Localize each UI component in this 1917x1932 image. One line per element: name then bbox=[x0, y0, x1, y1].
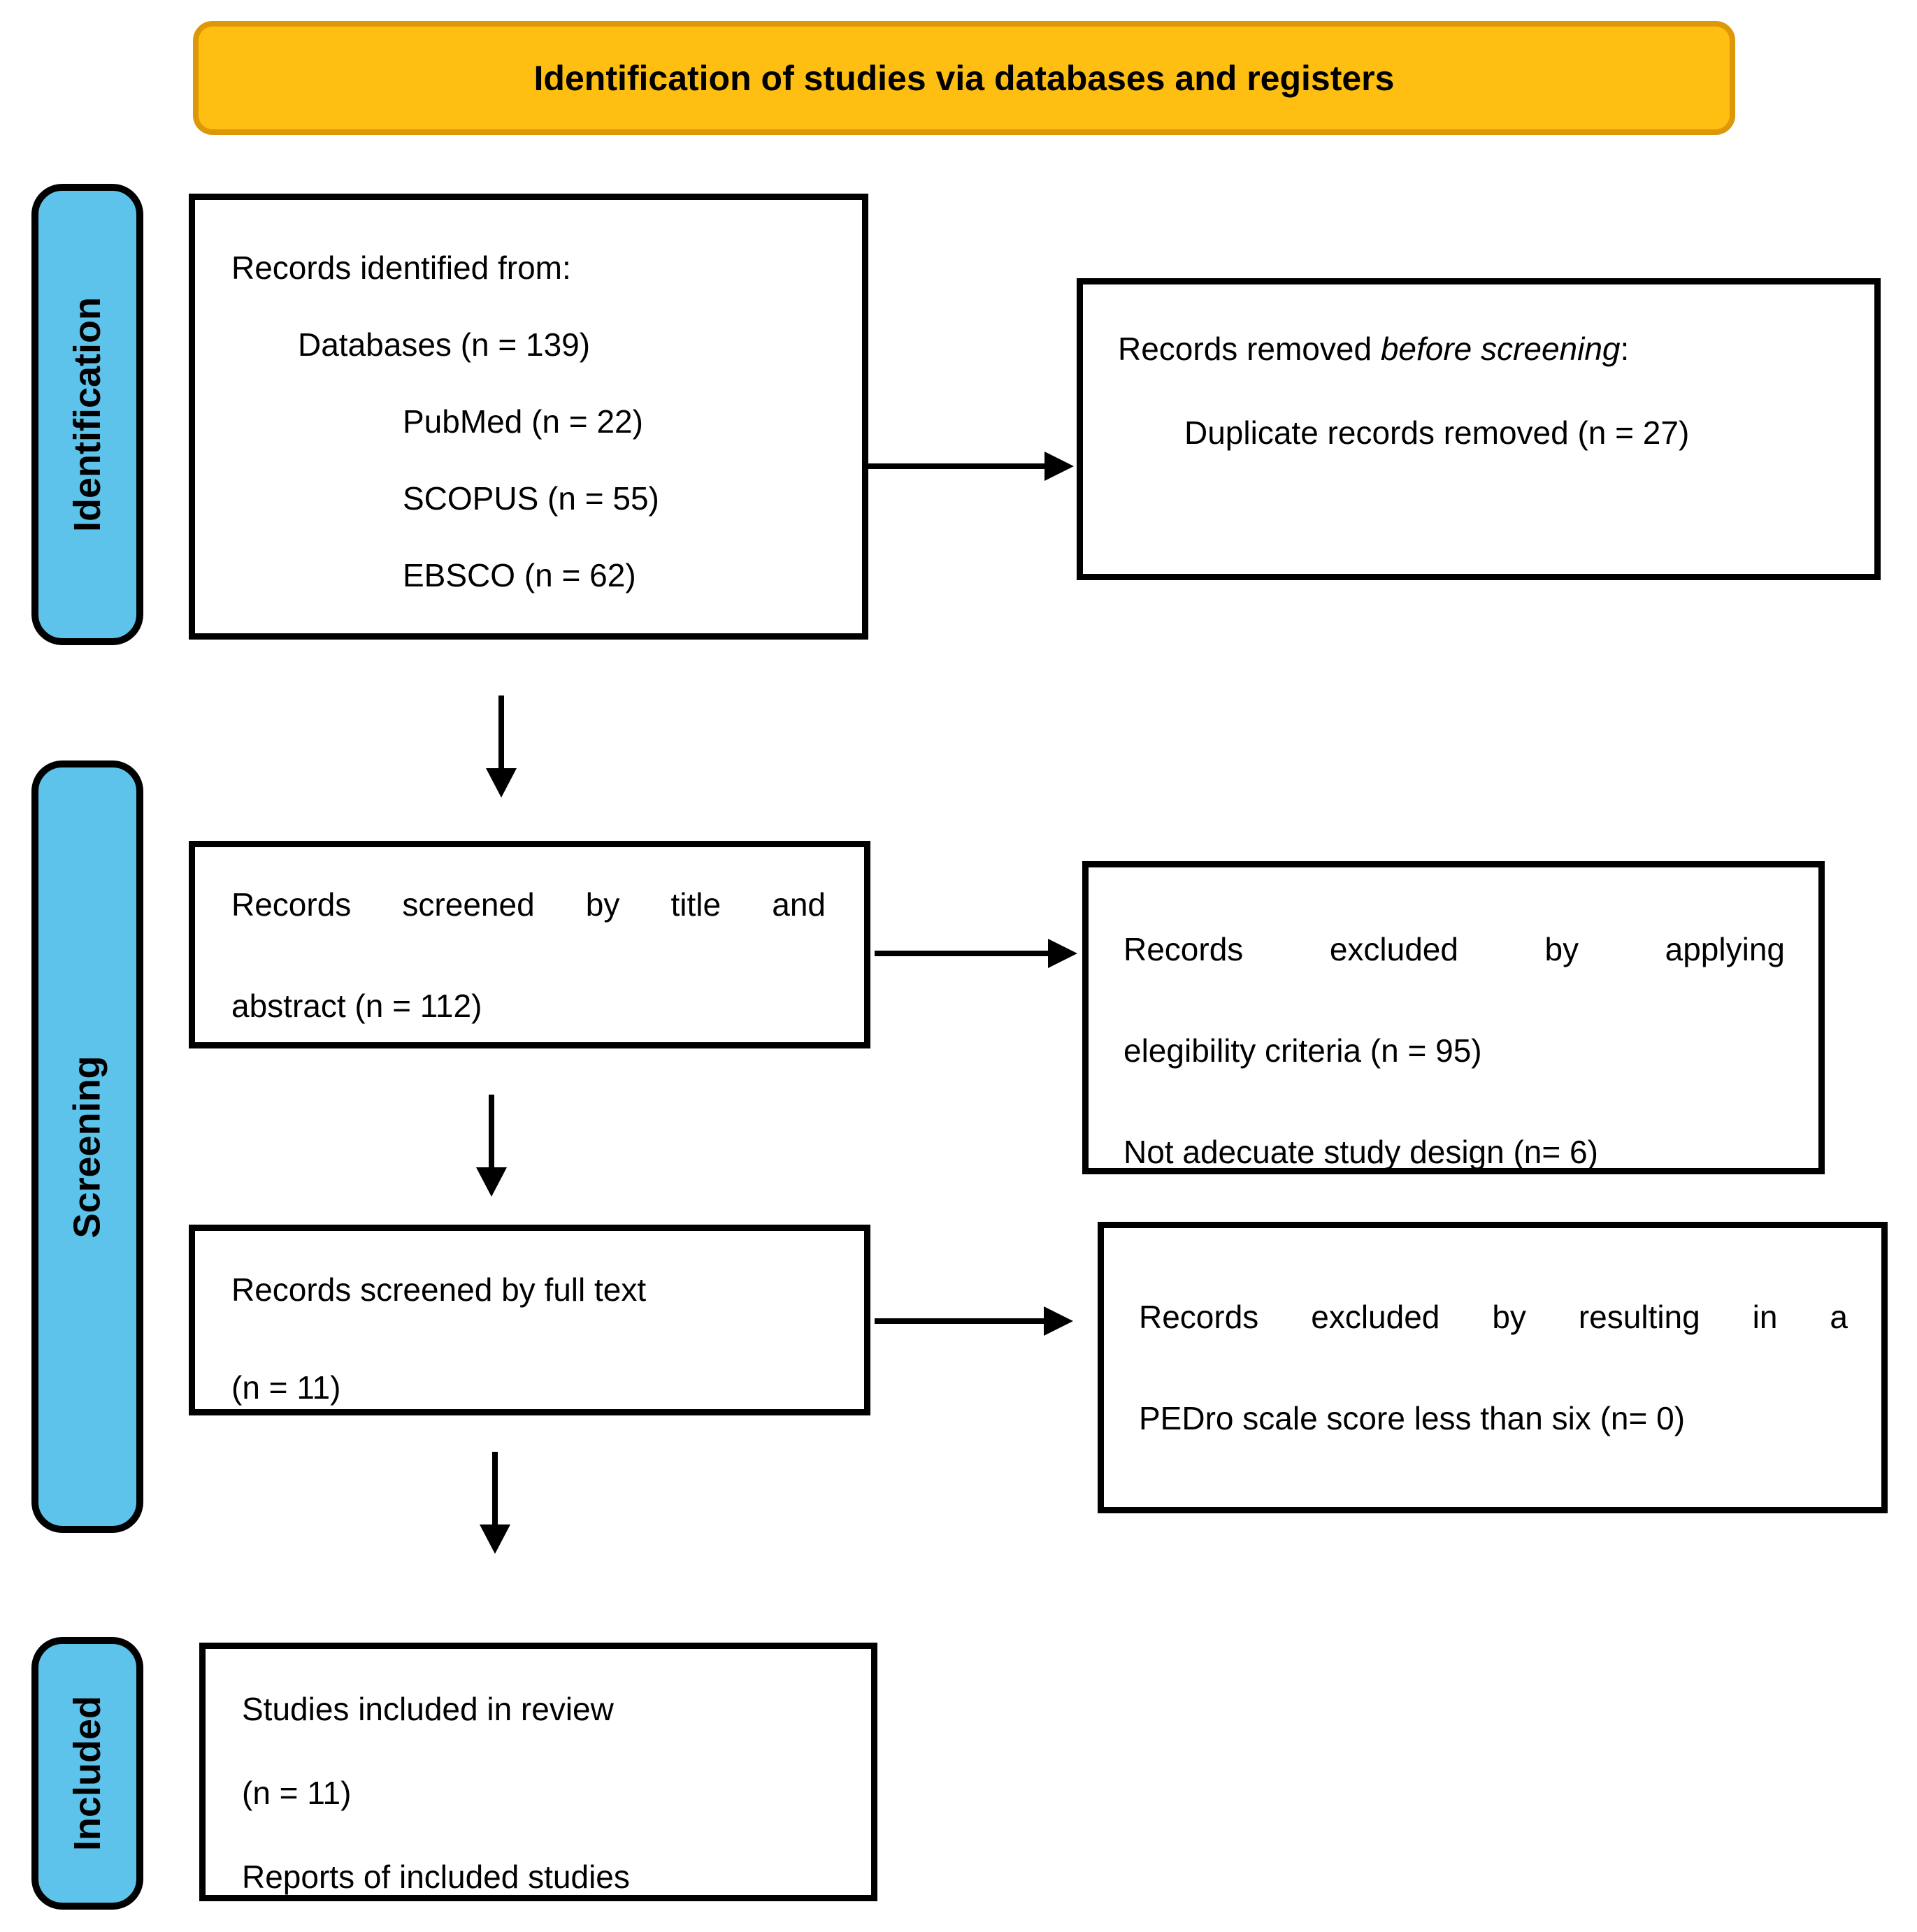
records-identified-line: EBSCO (n = 62) bbox=[403, 557, 636, 593]
records-identified-line: Records identified from: bbox=[231, 250, 571, 286]
records-identified-line: PubMed (n = 22) bbox=[403, 403, 643, 440]
sidebar-screening: Screening bbox=[31, 760, 143, 1533]
screened-fulltext-line: (n = 11) bbox=[231, 1369, 341, 1406]
arrow-right-identification bbox=[868, 463, 1044, 469]
excluded-pedro-line: Records excluded by resulting in a bbox=[1139, 1299, 1848, 1335]
screened-title-line: Records screened by title and bbox=[231, 886, 826, 923]
sidebar-identification-label: Identification bbox=[66, 297, 108, 532]
box-screened-title-abstract: Records screened by title and abstract (… bbox=[189, 841, 870, 1048]
included-line: (n = 11) bbox=[242, 1775, 352, 1811]
sidebar-screening-label: Screening bbox=[66, 1055, 108, 1239]
screened-title-line: abstract (n = 112) bbox=[231, 988, 482, 1024]
sidebar-identification: Identification bbox=[31, 184, 143, 645]
excluded-eligibility-line: Records excluded by applying bbox=[1123, 931, 1785, 967]
sidebar-included-label: Included bbox=[66, 1695, 109, 1852]
sidebar-included: Included bbox=[31, 1637, 143, 1910]
box-screened-full-text: Records screened by full text (n = 11) bbox=[189, 1225, 870, 1415]
excluded-eligibility-line: elegibility criteria (n = 95) bbox=[1123, 1032, 1482, 1069]
box-excluded-pedro: Records excluded by resulting in a PEDro… bbox=[1098, 1222, 1888, 1513]
box-records-removed: Records removed before screening: Duplic… bbox=[1077, 278, 1881, 580]
included-line: Studies included in review bbox=[242, 1691, 614, 1727]
arrow-right-screening-2 bbox=[875, 1318, 1044, 1324]
records-identified-line: Databases (n = 139) bbox=[298, 326, 591, 363]
included-line: Reports of included studies bbox=[242, 1859, 630, 1895]
excluded-pedro-line: PEDro scale score less than six (n= 0) bbox=[1139, 1400, 1686, 1436]
records-removed-line: Records removed before screening: bbox=[1118, 331, 1630, 367]
arrow-down-identification-to-screening bbox=[498, 695, 504, 768]
records-identified-line: SCOPUS (n = 55) bbox=[403, 480, 659, 517]
box-studies-included: Studies included in review (n = 11) Repo… bbox=[199, 1643, 877, 1901]
box-records-identified: Records identified from: Databases (n = … bbox=[189, 194, 868, 640]
banner: Identification of studies via databases … bbox=[193, 21, 1735, 135]
screened-fulltext-line: Records screened by full text bbox=[231, 1271, 647, 1308]
box-excluded-eligibility: Records excluded by applying elegibility… bbox=[1082, 861, 1825, 1174]
arrow-down-screening-1-to-2 bbox=[489, 1095, 494, 1167]
arrow-down-screening-to-included bbox=[492, 1452, 498, 1524]
records-removed-line: Duplicate records removed (n = 27) bbox=[1184, 414, 1690, 451]
arrow-right-screening-1 bbox=[875, 951, 1048, 956]
excluded-eligibility-line: Not adecuate study design (n= 6) bbox=[1123, 1134, 1598, 1170]
banner-title: Identification of studies via databases … bbox=[533, 58, 1395, 98]
records-removed-italic: before screening bbox=[1380, 331, 1621, 367]
